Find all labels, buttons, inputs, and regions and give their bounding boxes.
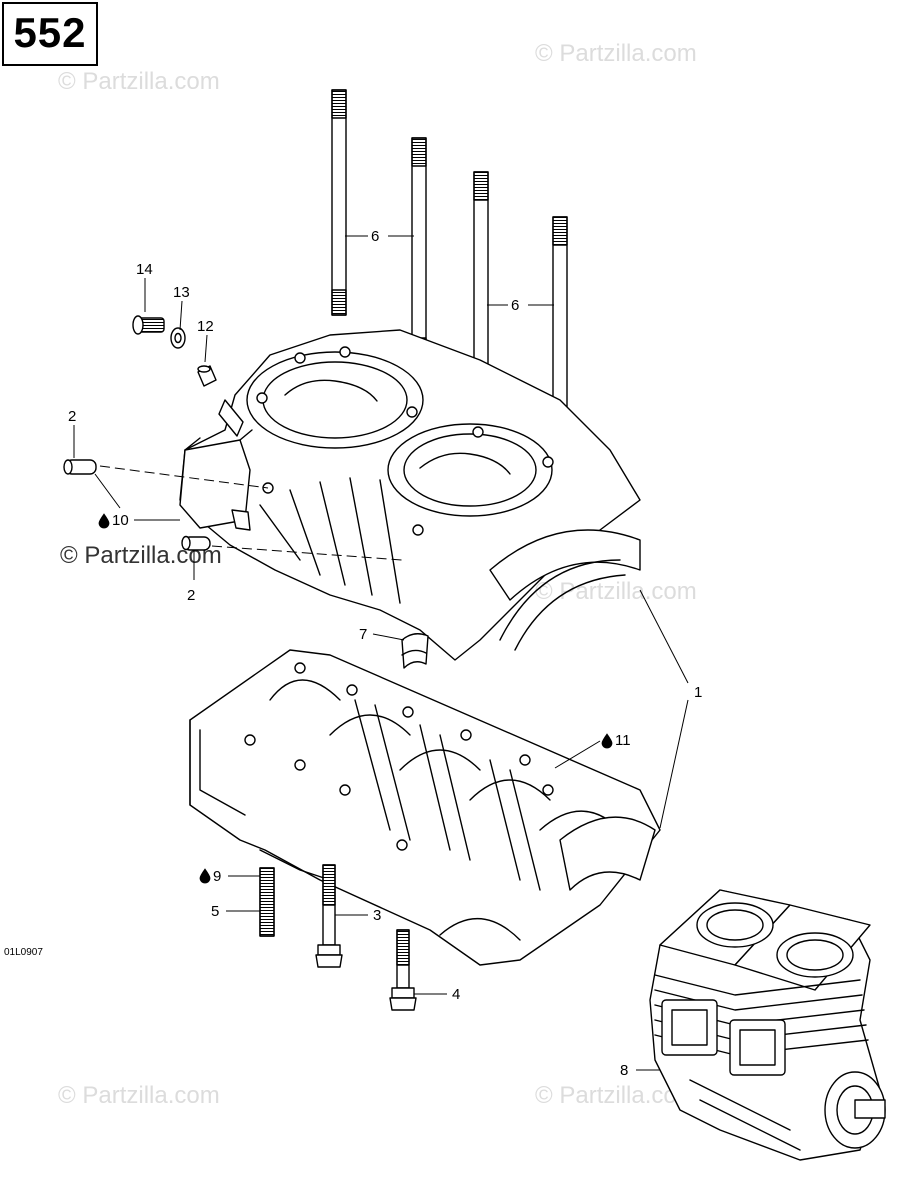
callout-1: 1 xyxy=(694,684,702,701)
diagram-code: 01L0907 xyxy=(4,947,43,958)
dowel-pin-lower xyxy=(181,535,211,551)
watermark: © Partzilla.com xyxy=(58,68,220,95)
plug-part-12 xyxy=(197,365,217,387)
screw-part-14 xyxy=(132,315,165,335)
callout-9: 9 xyxy=(213,868,221,885)
screw-part-3 xyxy=(315,864,343,968)
upper-crankcase xyxy=(179,329,641,661)
stud-2 xyxy=(411,137,427,364)
watermark: © Partzilla.com xyxy=(58,1082,220,1109)
callout-10: 10 xyxy=(112,512,129,529)
watermark: © Partzilla.com xyxy=(535,578,697,605)
callout-2: 2 xyxy=(68,408,76,425)
washer-part-13 xyxy=(170,327,186,349)
callout-4: 4 xyxy=(452,986,460,1003)
callout-8: 8 xyxy=(620,1062,628,1079)
callout-12: 12 xyxy=(197,318,214,335)
stud-part-5 xyxy=(259,867,275,937)
screw-part-4 xyxy=(389,929,417,1011)
oil-drop-icon xyxy=(199,868,211,884)
bearing-shell-part-7 xyxy=(401,633,429,669)
callout-6: 6 xyxy=(371,228,379,245)
watermark: © Partzilla.com xyxy=(535,40,697,67)
dowel-pin-upper xyxy=(63,459,97,475)
callout-7: 7 xyxy=(359,626,367,643)
callout-14: 14 xyxy=(136,261,153,278)
oil-drop-icon xyxy=(601,733,613,749)
stud-1 xyxy=(331,89,347,316)
stud-3 xyxy=(473,171,489,398)
page-number: 552 xyxy=(13,9,87,56)
engine-assembly-part-8 xyxy=(649,889,886,1161)
callout-2: 2 xyxy=(187,587,195,604)
oil-drop-icon xyxy=(98,513,110,529)
callout-5: 5 xyxy=(211,903,219,920)
callout-13: 13 xyxy=(173,284,190,301)
callout-11: 11 xyxy=(615,732,631,749)
page-number-box: 552 xyxy=(2,2,98,66)
callout-6: 6 xyxy=(511,297,519,314)
callout-3: 3 xyxy=(373,907,381,924)
lower-crankcase xyxy=(189,649,661,966)
